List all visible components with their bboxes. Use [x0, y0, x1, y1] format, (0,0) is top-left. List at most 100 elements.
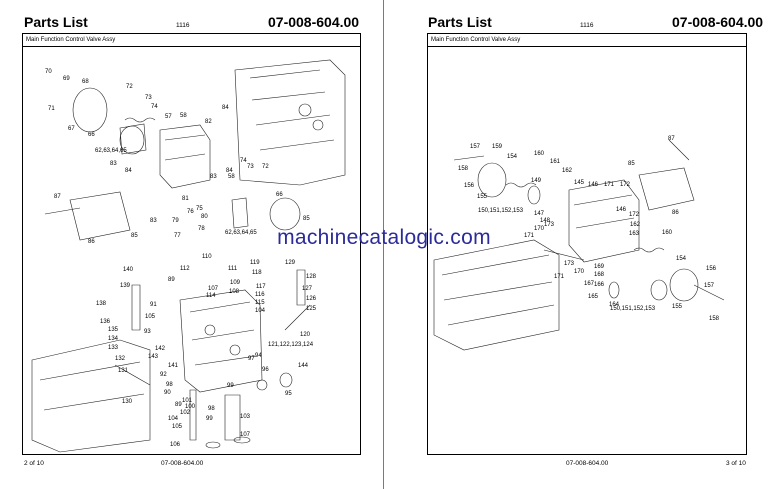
svg-text:141: 141: [168, 363, 179, 369]
svg-text:91: 91: [150, 302, 157, 308]
svg-text:155: 155: [672, 304, 683, 310]
svg-text:85: 85: [131, 233, 138, 239]
svg-text:117: 117: [256, 284, 266, 290]
svg-text:158: 158: [709, 316, 720, 322]
svg-text:89: 89: [168, 277, 175, 283]
svg-text:171: 171: [554, 274, 565, 280]
svg-text:167: 167: [584, 281, 595, 287]
svg-text:157: 157: [704, 283, 715, 289]
svg-text:67: 67: [68, 126, 75, 132]
svg-text:77: 77: [174, 233, 181, 239]
svg-text:66: 66: [276, 192, 283, 198]
svg-text:146: 146: [588, 182, 599, 188]
svg-text:164: 164: [609, 302, 620, 308]
svg-text:155: 155: [477, 194, 488, 200]
page-number: 1116: [176, 22, 190, 29]
svg-text:127: 127: [302, 286, 313, 292]
svg-text:58: 58: [228, 174, 235, 180]
footer-code: 07-008-604.00: [566, 460, 609, 467]
svg-text:158: 158: [458, 166, 469, 172]
svg-text:171: 171: [524, 233, 535, 239]
svg-text:81: 81: [182, 196, 189, 202]
svg-text:68: 68: [82, 79, 89, 85]
svg-text:104: 104: [255, 308, 266, 314]
svg-text:159: 159: [492, 144, 503, 150]
svg-text:170: 170: [534, 226, 545, 232]
svg-text:87: 87: [668, 136, 675, 142]
svg-text:112: 112: [180, 266, 190, 272]
svg-text:108: 108: [229, 289, 240, 295]
svg-text:119: 119: [250, 260, 260, 266]
svg-text:73: 73: [145, 95, 152, 101]
svg-text:111: 111: [228, 266, 238, 272]
svg-text:101: 101: [182, 398, 193, 404]
svg-text:75: 75: [196, 206, 203, 212]
svg-text:104: 104: [168, 416, 179, 422]
svg-text:149: 149: [531, 178, 542, 184]
svg-text:72: 72: [126, 84, 133, 90]
svg-text:133: 133: [108, 345, 119, 351]
svg-text:93: 93: [144, 329, 151, 335]
svg-text:160: 160: [662, 230, 673, 236]
svg-text:98: 98: [208, 406, 215, 412]
svg-text:84: 84: [125, 168, 132, 174]
svg-text:62,63,64,65: 62,63,64,65: [225, 230, 257, 236]
svg-text:71: 71: [48, 106, 55, 112]
diagram-frame: [427, 33, 747, 455]
svg-text:92: 92: [160, 372, 167, 378]
svg-text:74: 74: [151, 104, 158, 110]
footer-page: 2 of 10: [24, 460, 44, 467]
svg-text:125: 125: [306, 306, 317, 312]
header-rule: [22, 46, 360, 47]
svg-text:162: 162: [630, 222, 641, 228]
svg-text:62,63,64,65: 62,63,64,65: [95, 148, 127, 154]
footer-code: 07-008-604.00: [161, 460, 204, 467]
svg-text:135: 135: [108, 327, 119, 333]
svg-text:160: 160: [534, 151, 545, 157]
svg-text:107: 107: [208, 286, 219, 292]
page-number: 1116: [580, 22, 594, 29]
svg-text:100: 100: [185, 404, 196, 410]
svg-text:57: 57: [165, 114, 172, 120]
svg-text:170: 170: [574, 269, 585, 275]
svg-text:128: 128: [306, 274, 317, 280]
svg-text:70: 70: [45, 69, 52, 75]
left-page: Parts List 1116 07-008-604.00 Main Funct…: [22, 14, 361, 467]
svg-text:96: 96: [262, 367, 269, 373]
header-rule: [427, 46, 746, 47]
svg-text:118: 118: [252, 270, 262, 276]
svg-text:157: 157: [470, 144, 481, 150]
svg-text:102: 102: [180, 410, 191, 416]
svg-text:162: 162: [562, 168, 573, 174]
page-divider: [383, 0, 384, 489]
svg-text:87: 87: [54, 194, 61, 200]
svg-text:140: 140: [123, 267, 134, 273]
svg-text:147: 147: [534, 211, 545, 217]
svg-text:83: 83: [150, 218, 157, 224]
svg-text:173: 173: [544, 222, 555, 228]
svg-text:148: 148: [540, 218, 551, 224]
svg-text:89: 89: [175, 402, 182, 408]
svg-text:99: 99: [227, 383, 234, 389]
svg-text:132: 132: [115, 356, 126, 362]
svg-text:94: 94: [255, 353, 262, 359]
svg-text:83: 83: [210, 174, 217, 180]
svg-text:84: 84: [222, 105, 229, 111]
svg-text:82: 82: [205, 119, 212, 125]
svg-text:145: 145: [574, 180, 585, 186]
svg-text:154: 154: [676, 256, 687, 262]
svg-text:154: 154: [507, 154, 518, 160]
svg-text:171: 171: [604, 182, 615, 188]
svg-text:136: 136: [100, 319, 111, 325]
svg-text:105: 105: [145, 314, 156, 320]
svg-text:156: 156: [706, 266, 717, 272]
document-code: 07-008-604.00: [672, 14, 764, 30]
document-code: 07-008-604.00: [268, 14, 360, 30]
svg-text:72: 72: [262, 164, 269, 170]
svg-text:86: 86: [88, 239, 95, 245]
svg-text:172: 172: [620, 182, 631, 188]
svg-text:161: 161: [550, 159, 561, 165]
svg-text:150,151,152,153: 150,151,152,153: [478, 208, 524, 214]
svg-text:156: 156: [464, 183, 475, 189]
